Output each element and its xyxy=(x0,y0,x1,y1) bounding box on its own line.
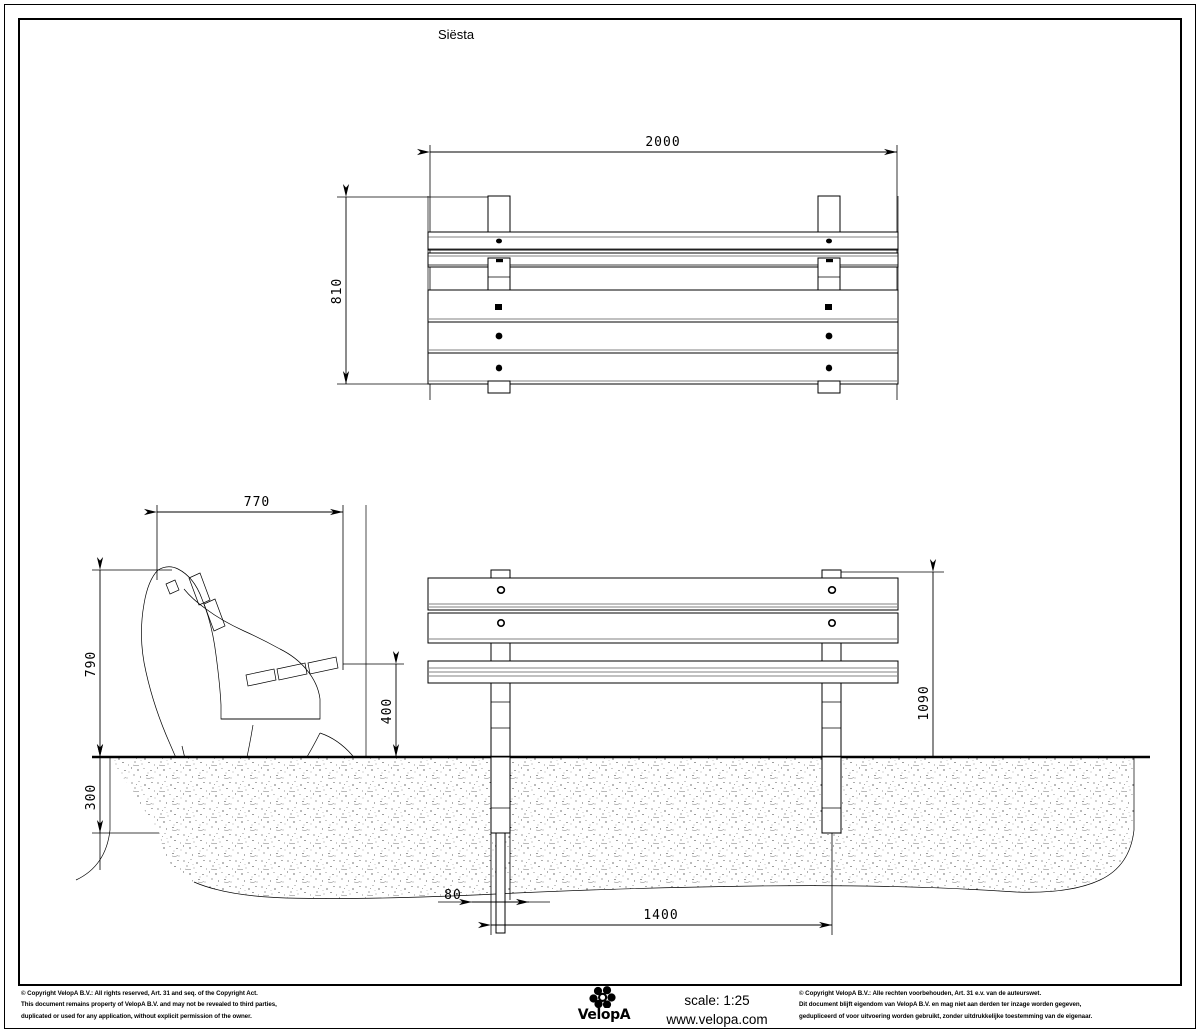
dim-label-1090: 1090 xyxy=(917,685,932,720)
bottom-dimensions xyxy=(438,833,833,935)
dim-label-2000: 2000 xyxy=(645,135,680,150)
copyright-nl-line-1: © Copyright VelopA B.V.: Alle rechten vo… xyxy=(799,990,1042,997)
copyright-dutch: © Copyright VelopA B.V.: Alle rechten vo… xyxy=(799,988,1194,1022)
backrest-slat-blocks xyxy=(165,572,226,632)
seat-slat-blocks xyxy=(245,656,339,687)
dim-label-770: 770 xyxy=(244,495,270,510)
sheet-inner-border xyxy=(18,18,1182,986)
scale-info: scale: 1:25 www.velopa.com xyxy=(652,991,782,1029)
title-block: © Copyright VelopA B.V.: All rights rese… xyxy=(19,988,1181,1032)
plan-bench-body xyxy=(427,195,899,394)
copyright-en-line-1: © Copyright VelopA B.V.: All rights rese… xyxy=(21,990,258,997)
dim-label-810: 810 xyxy=(330,278,345,304)
elevation-bench-body xyxy=(427,569,899,758)
dim-label-790: 790 xyxy=(84,651,99,677)
brand-wordmark: VelopA xyxy=(577,1007,631,1023)
below-ground-posts xyxy=(490,756,842,934)
dim-label-1400: 1400 xyxy=(643,908,678,923)
copyright-en-line-3: duplicated or used for any application, … xyxy=(21,1012,252,1020)
flower-mark-icon xyxy=(587,986,621,1009)
scale-label: scale: 1:25 xyxy=(684,993,750,1008)
copyright-nl-line-2: Dit document blijft eigendom van VelopA … xyxy=(799,1001,1082,1009)
plan-fasteners xyxy=(495,238,833,372)
copyright-nl-line-3: gedupliceerd of voor uitvoering worden g… xyxy=(799,1012,1093,1020)
dim-label-400: 400 xyxy=(380,698,395,724)
ground-section xyxy=(75,755,1150,899)
side-depth-extension-lines xyxy=(156,505,344,670)
plan-view xyxy=(337,145,899,400)
sheet-outer-border xyxy=(4,4,1196,1029)
dimension-labels: 2000 810 770 790 300 400 1090 80 1400 xyxy=(84,135,932,923)
dim-label-300: 300 xyxy=(84,784,99,810)
copyright-english: © Copyright VelopA B.V.: All rights rese… xyxy=(21,988,421,1022)
elevation-fasteners xyxy=(496,585,837,627)
velopa-logo: VelopA xyxy=(573,986,635,1032)
front-elevation-view xyxy=(427,559,944,834)
website-label: www.velopa.com xyxy=(666,1012,768,1027)
product-name-label: Siësta xyxy=(438,27,475,42)
dim-label-80: 80 xyxy=(444,888,462,903)
copyright-en-line-2: This document remains property of VelopA… xyxy=(21,1001,277,1009)
